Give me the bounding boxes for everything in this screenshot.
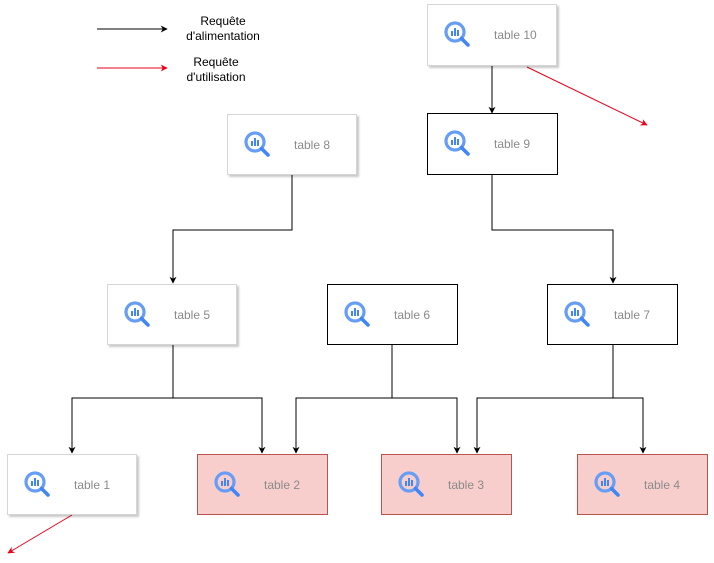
table-label: table 4 — [644, 477, 681, 492]
table-label: table 10 — [494, 28, 537, 42]
bigquery-icon — [397, 470, 425, 498]
bigquery-icon — [563, 300, 591, 328]
table-label: table 2 — [264, 477, 301, 492]
bigquery-icon — [123, 300, 151, 328]
bigquery-icon — [213, 470, 241, 498]
table-node-6[interactable]: table 6 — [327, 284, 458, 345]
usage-edge-t1 — [7, 514, 73, 554]
edge-t5-t1 — [68, 345, 174, 454]
table-node-10[interactable]: table 10 — [427, 4, 557, 66]
edge-t7-t4 — [612, 345, 647, 454]
edge-t5-t2 — [172, 345, 266, 454]
table-label: table 9 — [494, 137, 531, 151]
table-label: table 8 — [294, 137, 331, 152]
bigquery-icon — [443, 129, 471, 157]
table-label: table 6 — [394, 307, 431, 322]
edge-t7-t3 — [473, 345, 614, 454]
table-label: table 5 — [174, 307, 211, 322]
table-node-8[interactable]: table 8 — [227, 114, 357, 175]
table-node-3[interactable]: table 3 — [381, 454, 512, 515]
usage-edge-t10 — [526, 66, 648, 126]
edge-t6-t2 — [292, 345, 393, 454]
legend-feed-label: Requête d'alimentation — [186, 14, 260, 43]
table-node-9[interactable]: table 9 — [427, 113, 558, 175]
edge-t8-t5 — [169, 175, 293, 284]
edge-t6-t3 — [391, 345, 461, 454]
table-node-1[interactable]: table 1 — [7, 454, 137, 515]
table-label: table 7 — [614, 307, 651, 322]
table-node-5[interactable]: table 5 — [107, 284, 237, 345]
legend-usage-label: Requête d'utilisation — [186, 55, 246, 84]
table-label: table 3 — [448, 477, 485, 492]
bigquery-icon — [593, 470, 621, 498]
bigquery-icon — [443, 20, 471, 48]
table-label: table 1 — [74, 477, 111, 492]
table-node-4[interactable]: table 4 — [577, 454, 708, 515]
table-node-2[interactable]: table 2 — [197, 454, 328, 515]
bigquery-icon — [243, 130, 271, 158]
table-node-7[interactable]: table 7 — [547, 284, 678, 345]
bigquery-icon — [23, 470, 51, 498]
edge-t9-t7 — [491, 175, 617, 284]
bigquery-icon — [343, 300, 371, 328]
